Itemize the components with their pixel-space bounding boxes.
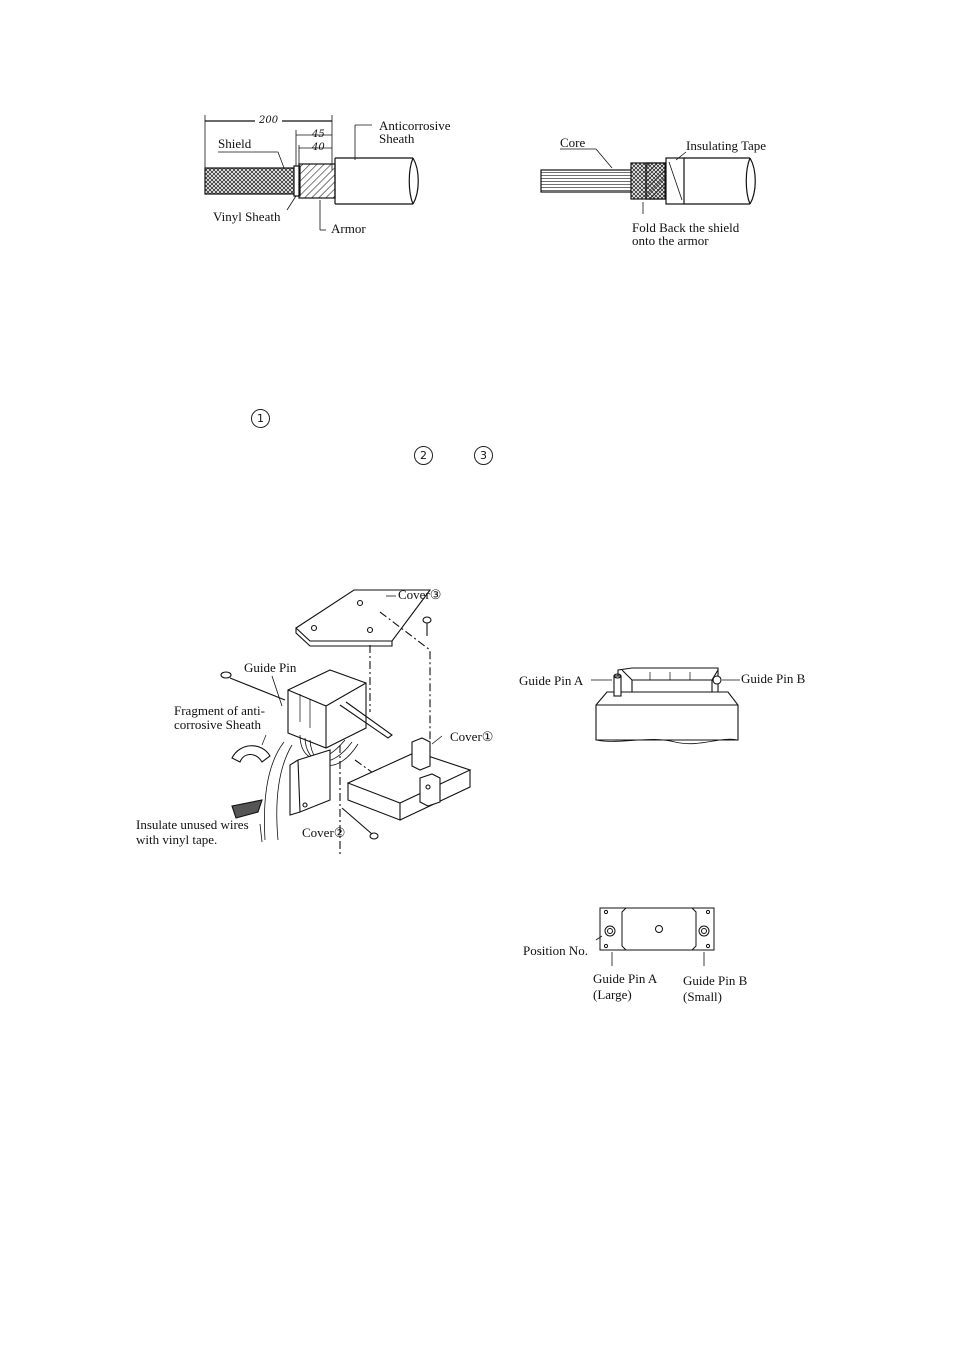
connector-assembly-drawing [220,589,472,855]
core-label: Core [560,135,586,150]
dimension-40: 40 [312,142,325,153]
shield-label: Shield [218,136,252,151]
guide-pin-a-label: Guide Pin A [519,673,584,688]
cover-2-label: Cover② [302,825,346,840]
guide-pin-a-large-label-1: Guide Pin A [593,971,658,986]
insulate-label-2: with vinyl tape. [136,832,218,847]
fragment-label-2: corrosive Sheath [174,717,262,732]
guide-pin-b-label: Guide Pin B [741,671,806,686]
anticorrosive-label-2: Sheath [379,131,415,146]
cable-strip-drawing [204,115,419,231]
dimension-200: 200 [259,115,279,126]
guide-pin-b-small-label-1: Guide Pin B [683,973,748,988]
circled-marker-2: 2 [414,446,433,465]
fragment-label-1: Fragment of anti- [174,703,265,718]
circled-marker-3: 3 [474,446,493,465]
guide-pin-label: Guide Pin [244,660,297,675]
cover-3-label: Cover③ [398,587,442,602]
guide-pin-a-large-label-2: (Large) [593,987,632,1002]
anticorrosive-label-1: Anticorrosive [379,118,451,133]
position-no-label: Position No. [523,943,589,958]
connector-base-drawing [591,667,740,745]
folded-shield-drawing [540,148,756,214]
cover-1-label: Cover① [450,729,494,744]
fold-back-label-2: onto the armor [632,233,709,248]
insulate-label-1: Insulate unused wires [136,817,249,832]
armor-label: Armor [331,221,366,236]
connector-top-view-drawing [595,907,715,966]
guide-pin-b-small-label-2: (Small) [683,989,722,1004]
vinyl-sheath-label: Vinyl Sheath [213,209,281,224]
circled-marker-1: 1 [251,409,270,428]
dimension-45: 45 [312,129,325,140]
insulating-tape-label: Insulating Tape [686,138,767,153]
fold-back-label-1: Fold Back the shield [632,220,740,235]
